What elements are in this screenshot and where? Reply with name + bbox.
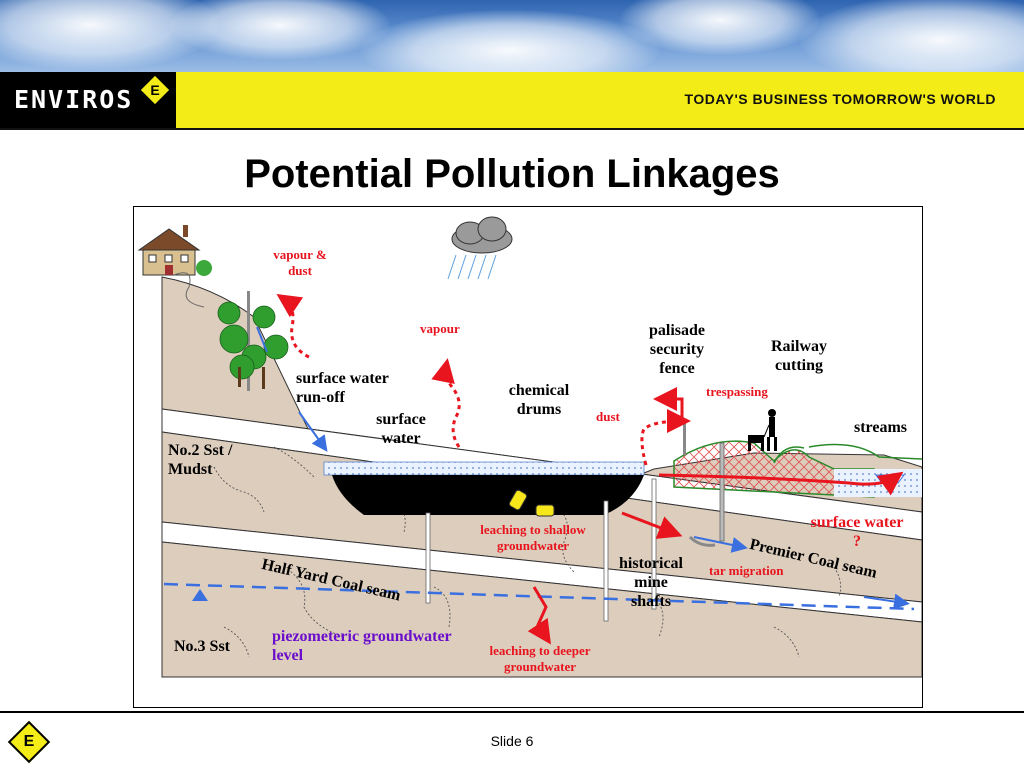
label-railway-cutting: Railway cutting [771,338,827,375]
label-leaching-shallow: leaching to shallow groundwater [480,522,586,553]
label-tar-migration: tar migration [709,563,784,578]
logo-e-icon: E [140,75,170,105]
label-piezometric: piezometeric groundwater level [272,628,452,665]
slide-title: Potential Pollution Linkages [244,152,780,196]
label-vapour-dust: vapour & dust [273,247,327,278]
label-leaching-deeper: leaching to deeper groundwater [489,643,591,674]
tagline: TODAY'S BUSINESS TOMORROW'S WORLD [684,91,996,107]
trees-icon [217,301,289,389]
label-no2-sst: No.2 Sst / Mudst [168,442,233,479]
chemical-drum-icon [508,489,555,517]
pathway-arrows [276,294,904,645]
label-historical-shafts: historical mine shafts [619,555,683,611]
mine-shaft [425,512,431,604]
enviros-logo: ENVIROS E [0,72,176,128]
label-surface-water-q: surface water ? [810,514,904,551]
label-trespassing: trespassing [706,384,768,399]
label-streams: streams [854,419,908,436]
pollution-diagram: vapour & dust vapour palisade security f… [133,206,923,708]
label-vapour: vapour [420,321,460,336]
water-table-marker-icon [192,589,208,601]
diagram-artwork [137,216,922,678]
label-dust: dust [596,409,620,424]
mine-shaft [651,478,657,610]
shaft-pipe [719,442,725,542]
brand-bar: ENVIROS E TODAY'S BUSINESS TOMORROW'S WO… [0,72,1024,130]
label-palisade-fence: palisade security fence [648,322,705,378]
footer-divider [0,711,1024,713]
fence-post [683,421,686,455]
label-surface-water-runoff: surface water run-off [296,370,389,407]
label-no3-sst: No.3 Sst [174,638,231,655]
house-icon [137,225,212,276]
rain-cloud-icon [447,216,513,280]
brand-name: ENVIROS [14,85,134,114]
slide-number: Slide 6 [490,733,534,749]
label-chemical-drums: chemical drums [508,382,570,419]
label-surface-water: surface water [376,411,426,448]
mine-shaft [603,500,609,622]
walker-dog-icon [748,409,777,451]
sky-banner [0,0,1024,72]
fissure-lines [213,446,842,658]
